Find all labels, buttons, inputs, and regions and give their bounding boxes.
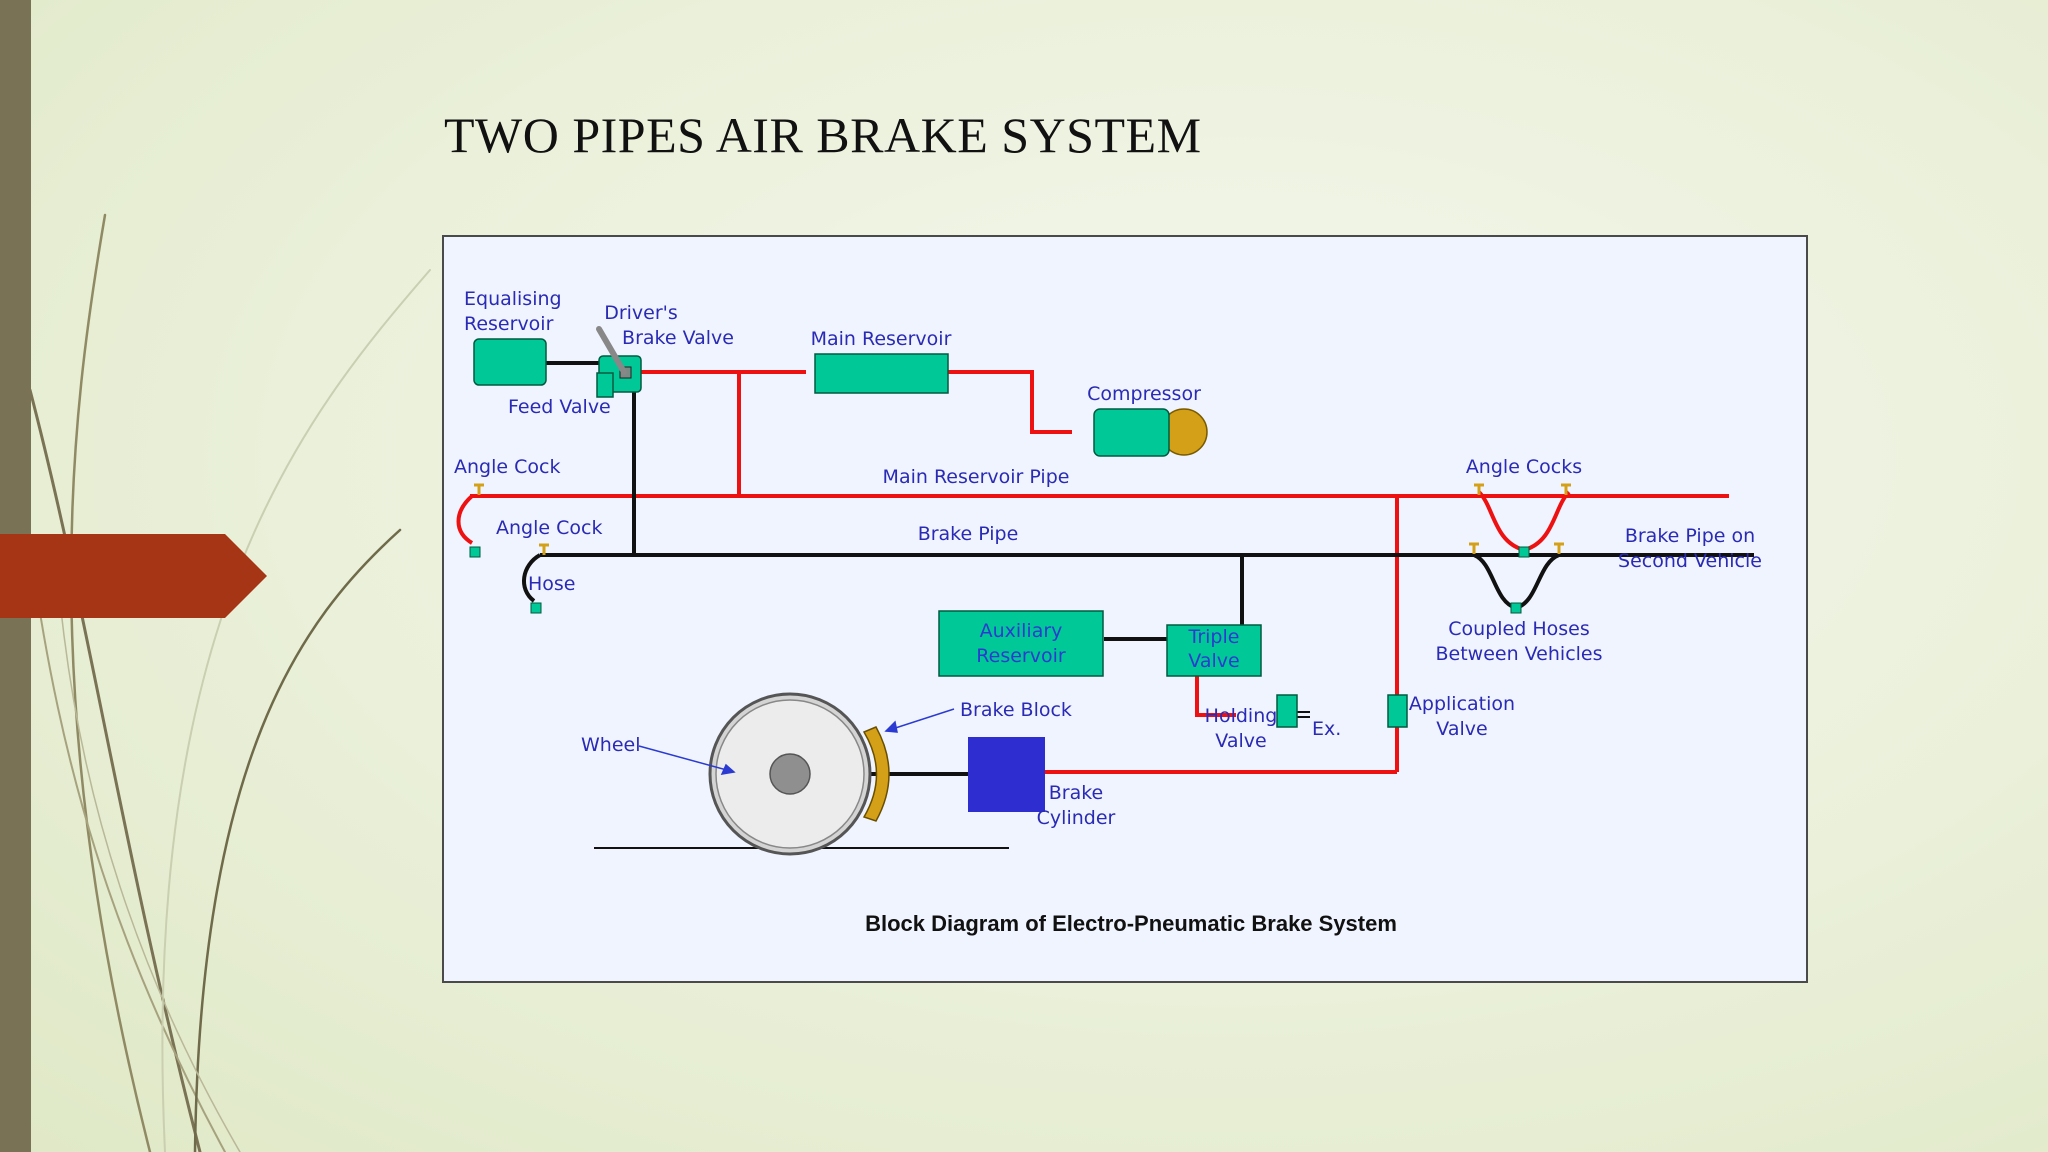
label-application-valve-2: Valve (1436, 718, 1487, 740)
label-triple-valve-2: Valve (1188, 650, 1239, 672)
label-auxiliary-reservoir-1: Auxiliary (980, 620, 1063, 642)
auxiliary-reservoir (938, 610, 1104, 677)
diagram-caption: Block Diagram of Electro-Pneumatic Brake… (865, 911, 1397, 936)
label-application-valve-1: Application (1409, 693, 1515, 715)
decorative-curves (0, 213, 431, 1152)
label-brake-cylinder-2: Cylinder (1037, 807, 1116, 829)
label-drivers-brake-valve-2: Brake Valve (622, 327, 734, 349)
label-hose: Hose (528, 573, 576, 595)
label-feed-valve: Feed Valve (508, 396, 611, 418)
label-brake-pipe-second-1: Brake Pipe on (1625, 525, 1755, 547)
label-coupled-hoses-1: Coupled Hoses (1448, 618, 1589, 640)
label-equalising-reservoir-2: Reservoir (464, 313, 554, 335)
wheel (708, 692, 872, 856)
label-triple-valve-1: Triple (1188, 626, 1240, 648)
label-wheel: Wheel (581, 734, 641, 756)
label-brake-block: Brake Block (960, 699, 1072, 721)
brake-block (862, 726, 890, 822)
label-brake-cylinder-1: Brake (1049, 782, 1104, 804)
application-valve (1387, 694, 1408, 728)
main-reservoir (814, 353, 949, 394)
brake-diagram: Equalising Reservoir Driver's Brake Valv… (442, 235, 1808, 983)
label-compressor: Compressor (1087, 383, 1201, 405)
label-drivers-brake-valve-1: Driver's (604, 302, 678, 324)
brake-cylinder (968, 737, 1045, 812)
label-exhaust: Ex. (1312, 718, 1341, 740)
label-main-reservoir-pipe: Main Reservoir Pipe (883, 466, 1070, 488)
hose-end-main (469, 546, 481, 558)
label-angle-cocks: Angle Cocks (1466, 456, 1582, 478)
pointer-arrows (638, 708, 955, 775)
feed-valve (596, 372, 614, 398)
holding-valve (1276, 694, 1298, 728)
arrow-pointer-shape (0, 534, 267, 618)
label-brake-pipe-second-2: Second Vehicle (1618, 550, 1762, 572)
label-auxiliary-reservoir-2: Reservoir (976, 645, 1066, 667)
label-angle-cock-top: Angle Cock (454, 456, 560, 478)
label-equalising-reservoir-1: Equalising (464, 288, 562, 310)
label-angle-cock-bottom: Angle Cock (496, 517, 602, 539)
brake-valve-handle (596, 326, 627, 375)
equalising-reservoir (473, 338, 547, 386)
label-holding-valve-1: Holding (1205, 705, 1278, 727)
slide-title: TWO PIPES AIR BRAKE SYSTEM (444, 107, 1202, 163)
compressor (1093, 408, 1170, 457)
label-coupled-hoses-2: Between Vehicles (1435, 643, 1602, 665)
hose-end-brake (530, 602, 542, 614)
coupled-hose-joint-brake (1510, 602, 1522, 614)
label-holding-valve-2: Valve (1215, 730, 1266, 752)
angle-cock-markers (474, 483, 1571, 555)
triple-valve (1166, 624, 1262, 677)
coupled-hose-joint-main (1518, 546, 1530, 558)
label-brake-pipe: Brake Pipe (918, 523, 1019, 545)
label-main-reservoir: Main Reservoir (811, 328, 952, 350)
